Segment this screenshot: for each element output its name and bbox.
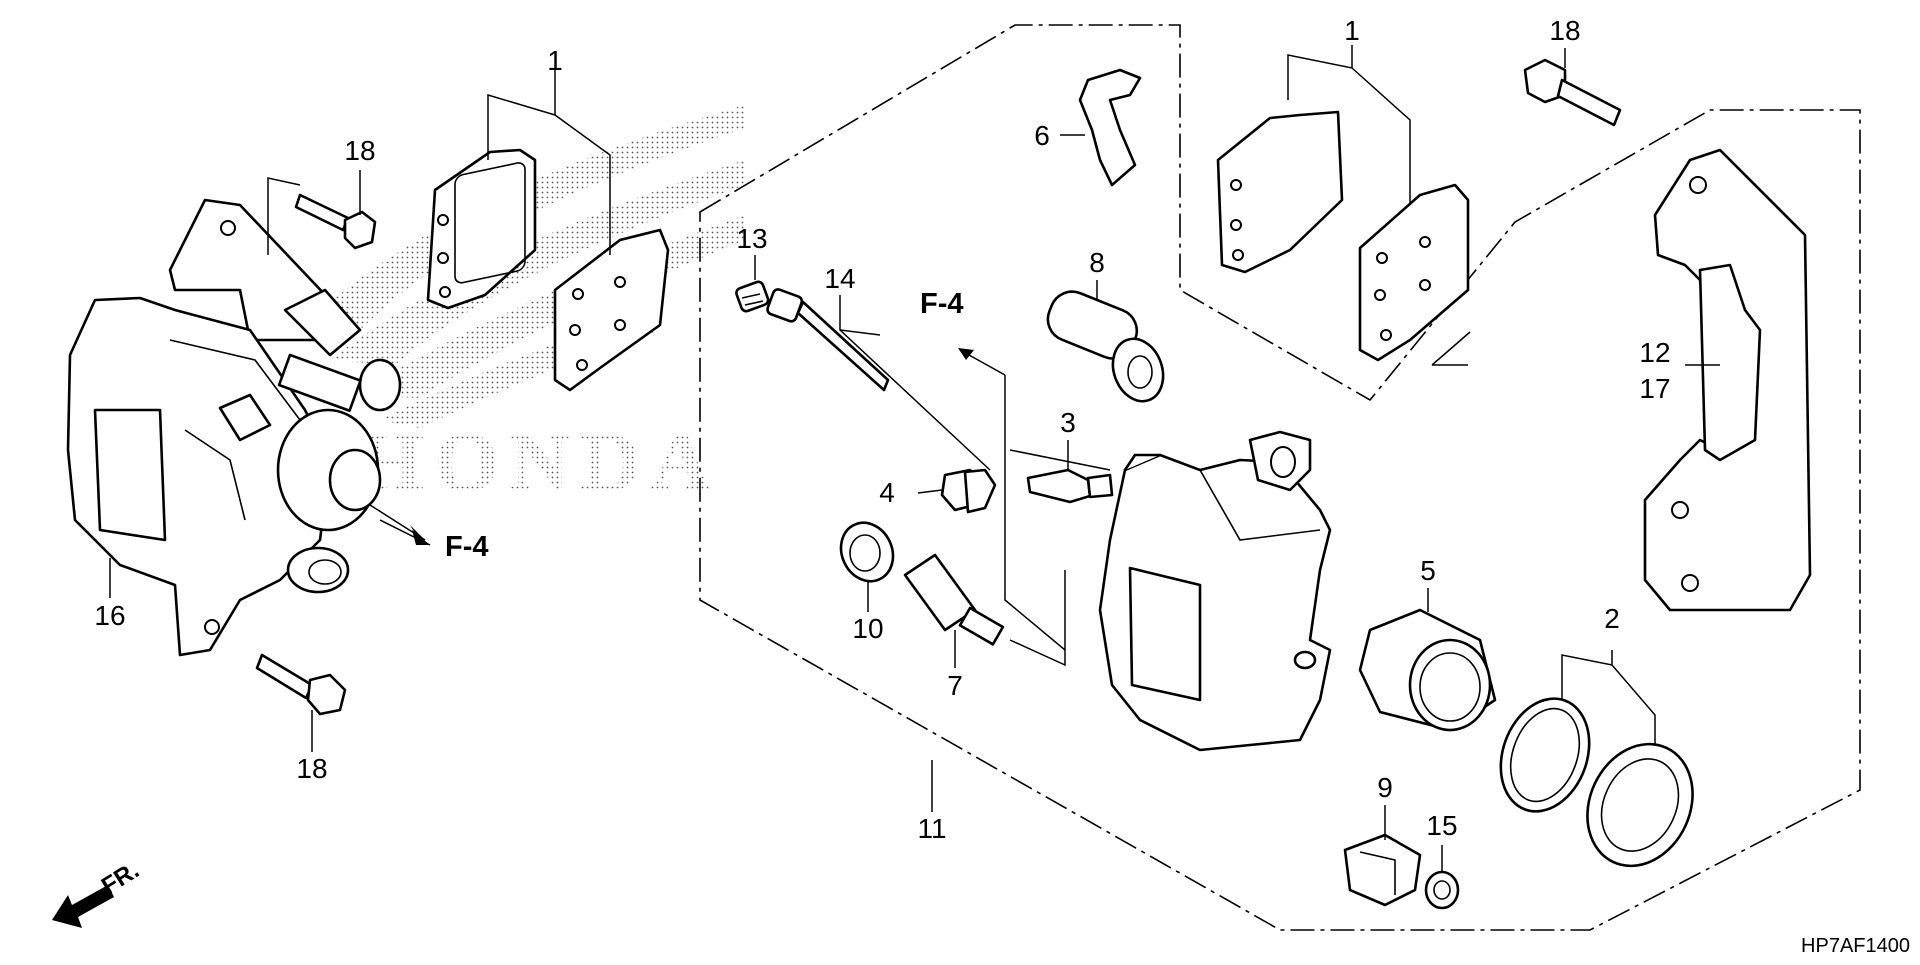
slide-pin-7	[903, 553, 1005, 646]
caliper-bracket	[1643, 148, 1812, 612]
callout-labels: 1 18 16 18 1 18 6 8 3 4 13 14 10 7 5 2 1…	[94, 15, 1670, 844]
drawing-code: HP7AF1400	[1801, 935, 1910, 957]
leader-lines	[109, 45, 1720, 872]
boot-13	[735, 280, 770, 313]
right-bolt	[1523, 58, 1622, 127]
assembly-outline	[699, 24, 1861, 931]
piston-seals	[1499, 697, 1694, 868]
callout-5: 5	[1420, 555, 1436, 586]
bleeder-valve	[1026, 468, 1114, 504]
watermark-text: HONDA	[359, 416, 722, 509]
callout-4: 4	[879, 477, 895, 508]
callout-16: 16	[94, 600, 125, 631]
callout-1-left: 1	[547, 45, 563, 76]
front-arrow-icon: FR.	[52, 857, 144, 928]
washer	[1424, 870, 1460, 910]
boot-10	[839, 521, 895, 583]
callout-10: 10	[852, 613, 883, 644]
callout-11: 11	[917, 813, 946, 844]
callout-2: 2	[1604, 603, 1620, 634]
callout-8: 8	[1089, 247, 1105, 278]
left-pad-pair	[426, 148, 670, 392]
callout-18-left-bottom: 18	[296, 753, 327, 784]
callout-9: 9	[1377, 772, 1393, 803]
slide-pin-14	[766, 288, 890, 392]
bushing	[1046, 290, 1165, 403]
pad-spring	[1078, 68, 1142, 187]
left-bolt-top	[294, 193, 377, 250]
piston	[1358, 608, 1497, 732]
callout-3: 3	[1060, 407, 1076, 438]
callout-17: 17	[1639, 373, 1670, 404]
right-pad-pair	[1216, 110, 1470, 362]
callout-18-right: 18	[1549, 15, 1580, 46]
callout-15: 15	[1426, 810, 1457, 841]
callout-1-right: 1	[1344, 15, 1360, 46]
callout-13: 13	[736, 223, 767, 254]
callout-14: 14	[824, 263, 855, 294]
callout-7: 7	[947, 670, 963, 701]
callout-18-left-top: 18	[344, 135, 375, 166]
boot-9	[1343, 833, 1422, 907]
view-ref-arrows	[369, 348, 1006, 545]
left-caliper-assembly	[66, 198, 402, 657]
caliper-body	[1098, 430, 1332, 752]
view-ref-right: F-4	[920, 288, 964, 320]
callout-6: 6	[1034, 120, 1050, 151]
callout-12: 12	[1639, 337, 1670, 368]
bleeder-cap	[940, 468, 997, 514]
left-bolt-bottom	[255, 653, 347, 716]
view-ref-left: F-4	[445, 531, 489, 563]
